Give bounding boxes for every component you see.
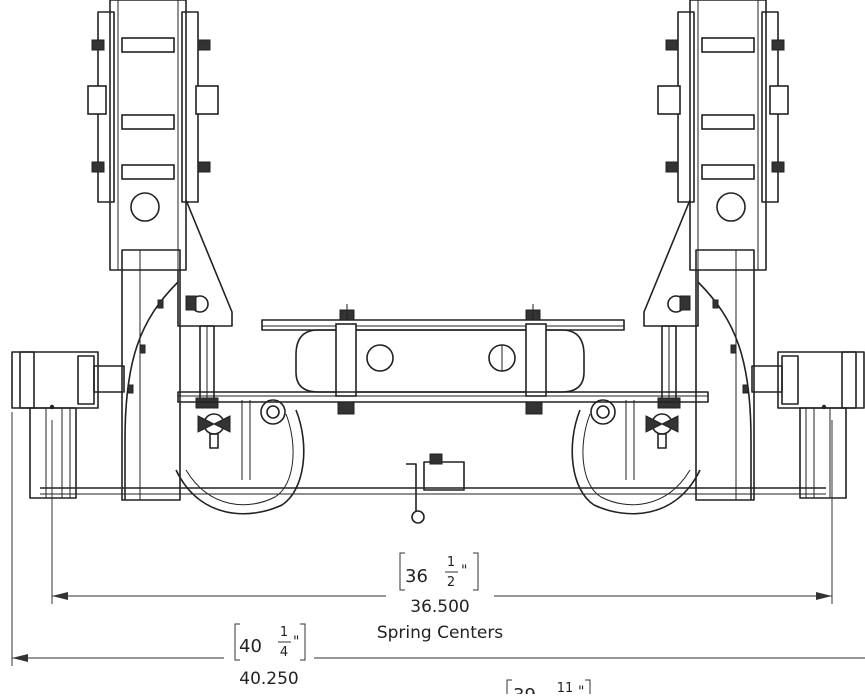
cross-beam xyxy=(261,304,625,331)
partial-fraction-whole: 39 xyxy=(513,685,536,694)
overall-fraction-numerator: 1 xyxy=(280,625,288,640)
center-bolster xyxy=(295,323,585,397)
partial-inch-mark: " xyxy=(578,684,584,694)
dimension-partial: 39 11 " xyxy=(506,679,591,699)
spring-centers-fraction-denominator: 2 xyxy=(447,575,455,590)
overall-fraction-whole: 40 xyxy=(239,636,262,657)
overall-fraction-denominator: 4 xyxy=(280,645,288,660)
spring-centers-label: Spring Centers xyxy=(377,623,503,643)
left-mast-assembly xyxy=(11,0,305,515)
center-bracket xyxy=(406,453,465,524)
overall-inch-mark: " xyxy=(293,634,299,650)
lower-frame xyxy=(40,391,826,495)
spring-centers-inch-mark: " xyxy=(461,563,467,579)
spring-centers-fraction-whole: 36 xyxy=(405,566,428,587)
dimension-spring-centers: 36 1 2 " 36.500 Spring Centers xyxy=(51,420,833,643)
dimension-overall: 40 1 4 " 40.250 xyxy=(11,412,865,689)
spring-centers-fraction-numerator: 1 xyxy=(447,555,455,570)
right-mast-assembly xyxy=(571,0,865,515)
partial-fraction-numerator: 11 xyxy=(557,681,574,694)
overall-decimal: 40.250 xyxy=(239,669,298,689)
spring-centers-decimal: 36.500 xyxy=(410,597,469,617)
